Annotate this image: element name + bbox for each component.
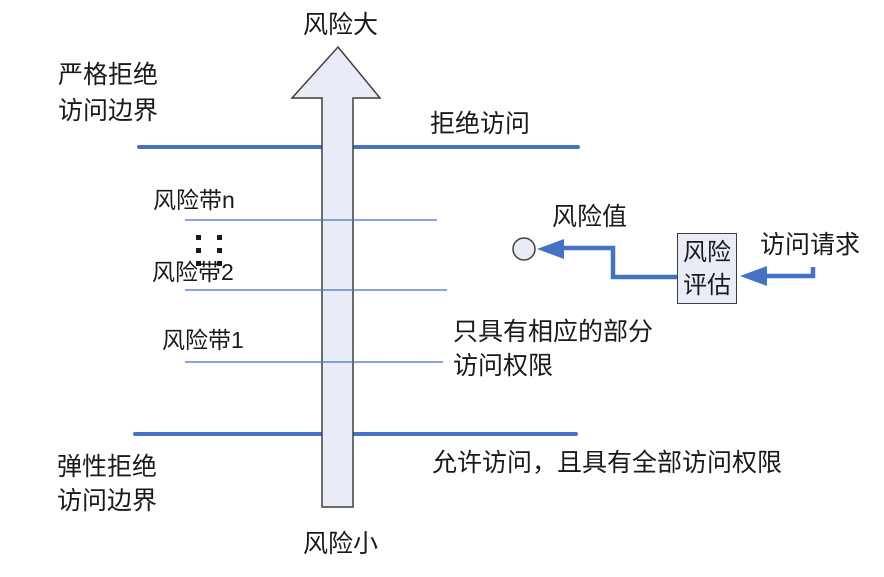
access-request-arrowhead-icon	[740, 266, 767, 286]
risk-axis-up-arrow-icon	[290, 45, 382, 508]
band-1-label: 风险带1	[162, 327, 244, 353]
strict-boundary-label: 严格拒绝 访问边界	[58, 57, 158, 129]
risk-value-label: 风险值	[552, 203, 628, 231]
risk-assessment-box-line1: 风险	[683, 238, 731, 266]
strict-boundary-label-line1: 严格拒绝	[58, 61, 159, 89]
deny-access-label: 拒绝访问	[430, 110, 531, 138]
risk-value-node	[512, 237, 536, 261]
axis-bottom-label: 风险小	[303, 530, 379, 558]
band-n-label: 风险带n	[153, 187, 235, 213]
risk-value-connector	[561, 245, 677, 280]
allow-access-label: 允许访问，且具有全部访问权限	[432, 449, 783, 477]
risk-value-arrowhead-icon	[537, 239, 564, 259]
flexible-boundary-label: 弹性拒绝 访问边界	[57, 450, 157, 518]
risk-assessment-box-line2: 评估	[683, 271, 731, 299]
access-request-connector	[766, 267, 816, 279]
access-request-label: 访问请求	[760, 231, 861, 259]
partial-access-label: 只具有相应的部分 访问权限	[453, 315, 653, 383]
risk-assessment-box: 风险 评估	[677, 233, 737, 304]
axis-top-label: 风险大	[303, 11, 379, 39]
strict-boundary-label-line2: 访问边界	[58, 97, 159, 125]
band-ellipsis-icon	[196, 235, 222, 266]
partial-access-label-line1: 只具有相应的部分	[453, 318, 654, 346]
partial-access-label-line2: 访问权限	[453, 352, 554, 380]
flexible-boundary-label-line2: 访问边界	[57, 487, 158, 515]
flexible-boundary-label-line1: 弹性拒绝	[57, 453, 158, 481]
